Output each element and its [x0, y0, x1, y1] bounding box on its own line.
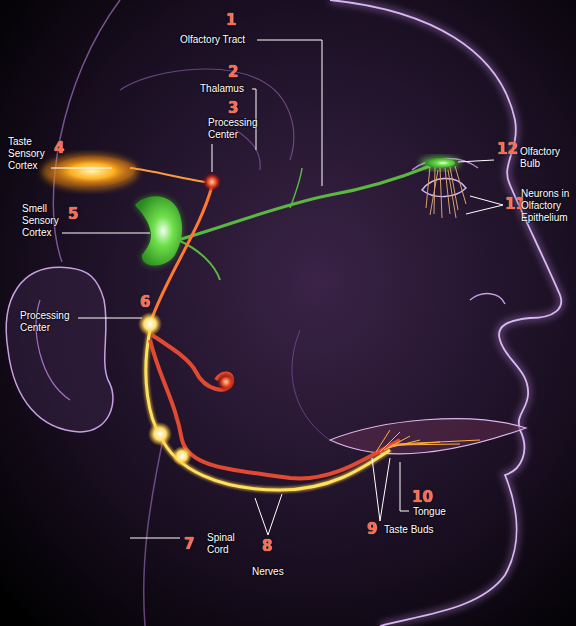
callout-number: 5 — [68, 206, 78, 222]
part-label: Processing Center — [20, 310, 76, 334]
leader-line — [466, 196, 503, 214]
lips — [330, 419, 526, 454]
callout-number: 4 — [54, 140, 64, 156]
branch — [380, 432, 400, 452]
neuron — [448, 170, 456, 218]
nostril — [470, 294, 505, 304]
callout-number: 6 — [140, 294, 150, 310]
leader-line — [78, 318, 142, 319]
callout-number: 1 — [226, 12, 236, 28]
callout-number: 7 — [184, 536, 194, 552]
part-label: Olfactory Tract — [180, 34, 245, 46]
taste-nerve — [152, 186, 212, 318]
taste-tract — [130, 168, 205, 182]
leader-line — [400, 462, 409, 511]
olfactory-bulb — [425, 158, 455, 168]
leader-line — [62, 233, 150, 234]
callout-number: 9 — [367, 521, 377, 537]
branch — [376, 430, 390, 452]
callout-number: 12 — [497, 141, 518, 157]
ganglion — [172, 446, 192, 466]
part-label: Processing Center — [208, 117, 264, 141]
olfactory-branch — [178, 240, 220, 280]
thalamus-outline — [236, 130, 260, 170]
taste-sensory-cortex — [48, 156, 136, 187]
neuron — [455, 166, 466, 204]
epithelium-neurons — [426, 166, 466, 218]
neuron — [426, 167, 430, 208]
taste-bud-branches — [376, 430, 480, 452]
neck-back — [144, 430, 165, 626]
leader-line — [257, 40, 322, 186]
callout-number: 8 — [262, 538, 272, 554]
part-label: Taste Buds — [384, 524, 433, 536]
leader-line — [255, 494, 282, 535]
leader-line — [51, 168, 112, 169]
part-label: Neurons in Olfactory Epithelium — [521, 188, 573, 224]
skull-back — [53, 0, 120, 262]
leader-line — [458, 160, 494, 162]
neuron — [440, 168, 442, 218]
part-label: Tongue — [413, 506, 446, 518]
part-label: Spinal Cord — [207, 532, 247, 556]
ganglion — [217, 373, 235, 391]
brain-fold — [120, 69, 294, 160]
taste-cortex-glow — [42, 154, 138, 190]
face-glow — [330, 0, 561, 626]
olfactory-bulb-glow — [420, 156, 460, 170]
part-label: Nerves — [252, 566, 284, 578]
part-label: Olfactory Bulb — [520, 146, 572, 170]
face-profile — [330, 0, 561, 626]
processing-center — [203, 173, 221, 191]
leader-line — [130, 538, 180, 539]
smell-sensory-cortex — [135, 196, 182, 265]
part-label: Taste Sensory Cortex — [8, 136, 52, 172]
leader-line — [212, 144, 213, 172]
ear — [6, 267, 113, 432]
smell-cortex-glow — [135, 196, 182, 265]
glossopharyngeal-nerve — [150, 340, 400, 479]
callout-number: 10 — [412, 489, 433, 505]
leader-lines — [51, 40, 503, 538]
neuron — [430, 170, 438, 215]
part-label: Smell Sensory Cortex — [22, 203, 66, 239]
olfactory-branch — [290, 168, 302, 208]
ganglion — [148, 422, 172, 446]
head-outline — [6, 0, 561, 626]
olfactory-tract — [178, 166, 430, 240]
callout-number: 2 — [228, 64, 238, 80]
leader-line — [372, 458, 390, 521]
part-label: Thalamus — [200, 83, 244, 95]
branch — [396, 440, 480, 444]
callout-number: 3 — [228, 100, 238, 116]
cheek — [292, 330, 330, 440]
processing-center — [138, 312, 162, 336]
